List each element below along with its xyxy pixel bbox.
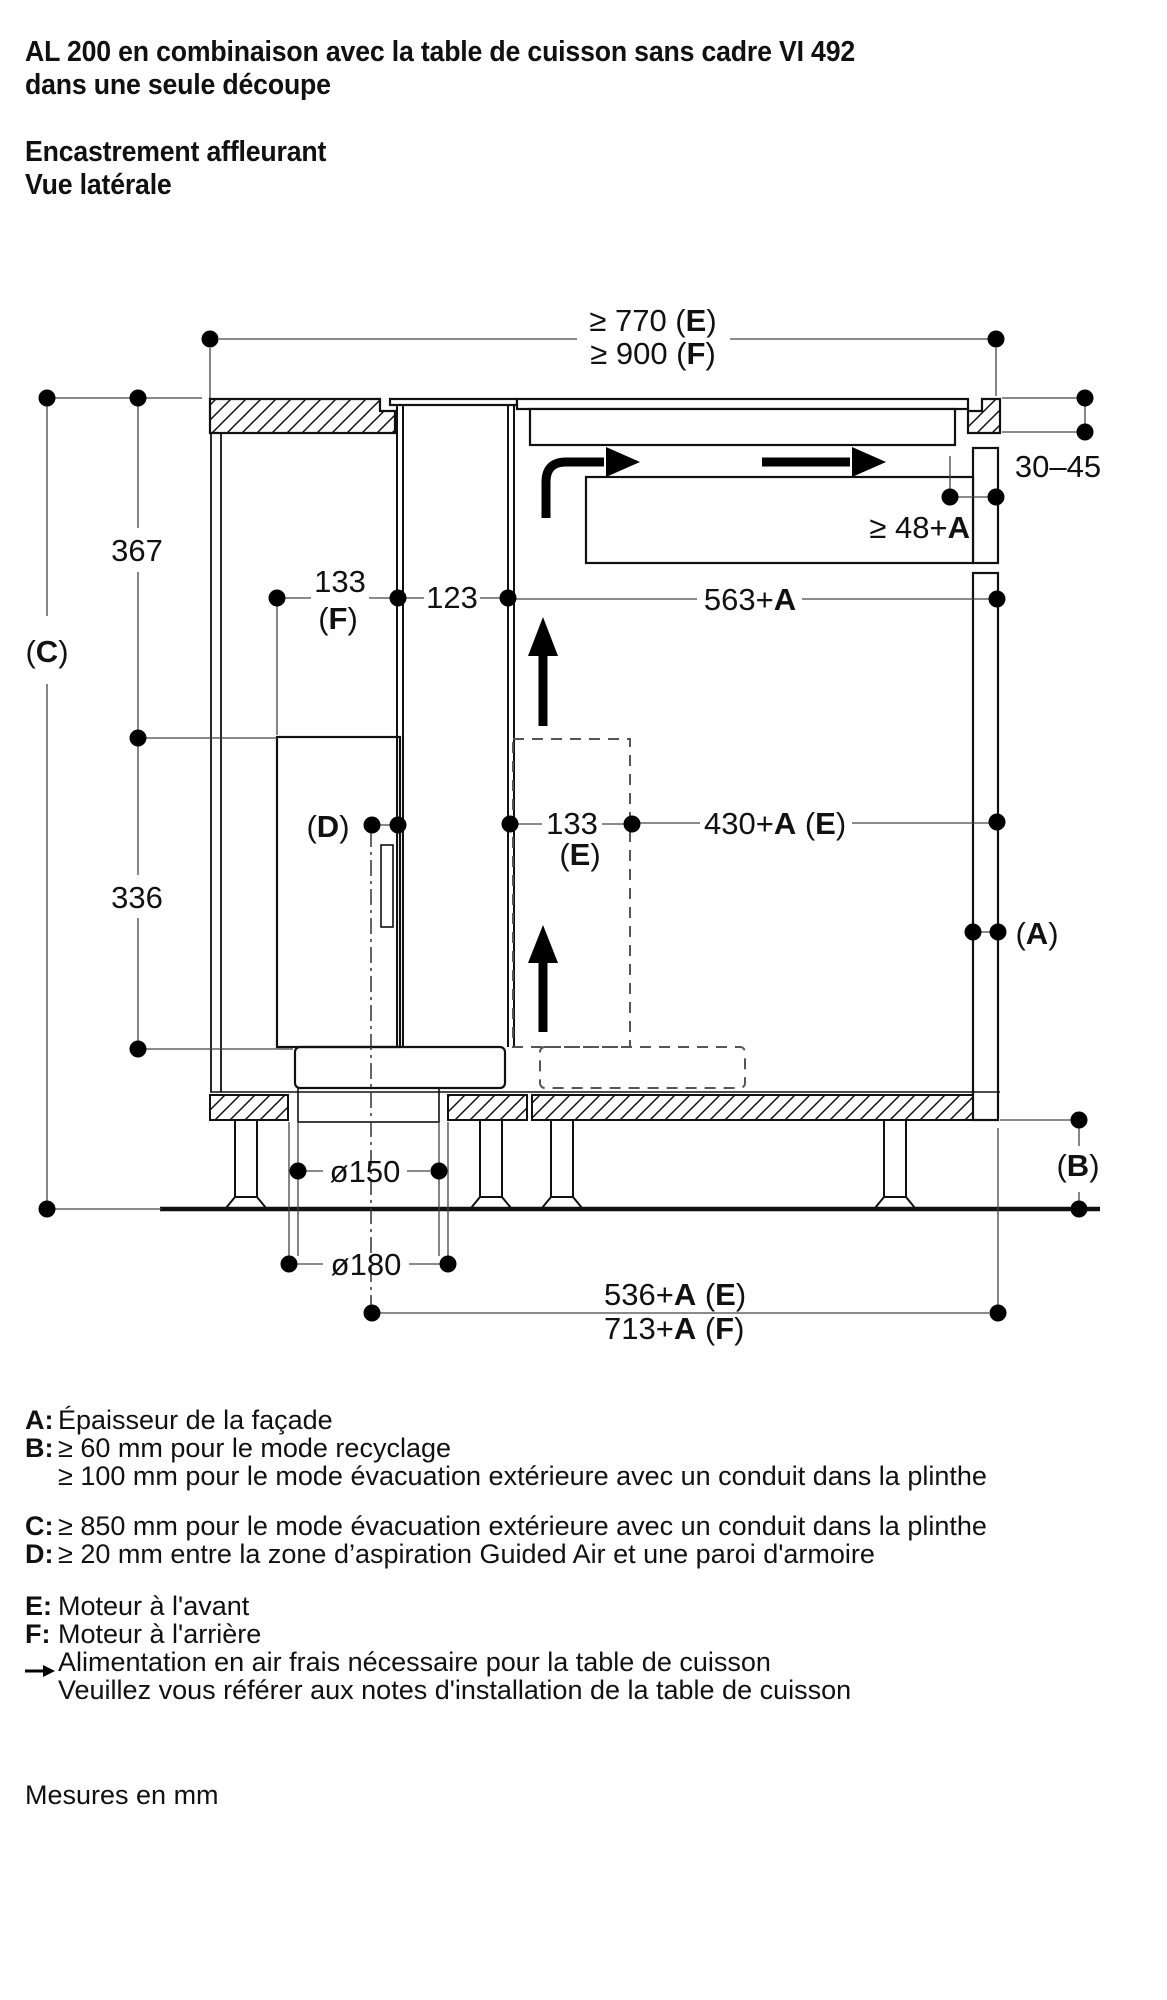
legend-text-a: Épaisseur de la façade — [58, 1405, 333, 1435]
dim-ref-d: (D) — [306, 809, 349, 844]
downdraft-intake-cap — [388, 397, 519, 407]
airflow-arrows — [528, 447, 886, 1032]
legend-key-d: D: — [25, 1539, 54, 1569]
dim-pipe-180: ø180 — [331, 1247, 402, 1282]
dim-336: 336 — [111, 880, 163, 915]
dim-713a: 713+A (F) — [604, 1311, 744, 1346]
dim-133f-num: 133 — [314, 564, 366, 599]
legend-text-airflow: Alimentation en air frais nécessaire pou… — [58, 1647, 852, 1705]
leg — [234, 1119, 258, 1198]
plinth-segment-middle — [447, 1094, 528, 1121]
legend-text-b: ≥ 60 mm pour le mode recyclage ≥ 100 mm … — [58, 1433, 987, 1491]
dim-133e-ref: (E) — [559, 837, 600, 872]
dim-133f-ref: (F) — [318, 601, 358, 636]
facade-upper — [971, 446, 1000, 565]
leg-foot — [223, 1196, 269, 1209]
countertop-left — [208, 397, 397, 435]
legend-text-e: Moteur à l'avant — [58, 1591, 250, 1621]
leg — [550, 1119, 574, 1198]
legend-text-d: ≥ 20 mm entre la zone d’aspiration Guide… — [58, 1539, 875, 1569]
legend-row-e: E: Moteur à l'avant — [25, 1592, 1145, 1620]
title-line-2: dans une seule découpe — [25, 69, 331, 101]
dim-133e-num: 133 — [546, 806, 598, 841]
air-supply-arrow-icon — [25, 1648, 58, 1683]
installation-diagram: ≥ 770 (E) ≥ 900 (F) 30–45 ≥ 48+A 367 (C)… — [25, 303, 1101, 1346]
dim-width-770: ≥ 770 (E) — [589, 303, 716, 338]
guided-air-zone — [380, 844, 394, 928]
countertop-right — [966, 397, 1002, 435]
plinth-duct-connector — [293, 1045, 507, 1090]
airflow-arrowhead — [528, 617, 558, 656]
legend-row-b: B: ≥ 60 mm pour le mode recyclage ≥ 100 … — [25, 1434, 1145, 1490]
cabinet-structure — [208, 397, 1002, 1122]
dimension-dots — [38, 330, 1094, 1322]
dim-563a: 563+A — [704, 582, 796, 617]
dim-123: 123 — [426, 580, 478, 615]
motor-rear-unit — [275, 735, 507, 1123]
facade-lower — [971, 571, 1000, 1122]
legend-row-a: A: Épaisseur de la façade — [25, 1406, 1145, 1434]
dim-ref-c: (C) — [25, 634, 68, 669]
legend: A: Épaisseur de la façade B: ≥ 60 mm pou… — [25, 1406, 1145, 1704]
dim-counter-thickness: 30–45 — [1015, 449, 1101, 484]
airflow-arrow-curved-icon — [541, 457, 604, 518]
plinth-segment-right — [531, 1094, 974, 1121]
legend-key-c: C: — [25, 1511, 54, 1541]
dim-367: 367 — [111, 533, 163, 568]
plinth-duct-connector-dashed — [539, 1046, 746, 1089]
motor-box-front-dashed — [512, 738, 631, 1048]
legend-key-f: F: — [25, 1619, 51, 1649]
legend-key-e: E: — [25, 1591, 52, 1621]
subtitle-line-2: Vue latérale — [25, 169, 172, 201]
legend-row-d: D: ≥ 20 mm entre la zone d’aspiration Gu… — [25, 1540, 1145, 1568]
airflow-arrowhead — [606, 447, 640, 477]
dim-depth-48: ≥ 48+A — [869, 510, 970, 545]
plinth — [209, 1094, 974, 1121]
legend-row-f: F: Moteur à l'arrière — [25, 1620, 1145, 1648]
leg-foot — [872, 1196, 918, 1209]
motor-front-alternative — [512, 738, 746, 1089]
dim-width-900: ≥ 900 (F) — [590, 336, 716, 371]
legend-text-f: Moteur à l'arrière — [58, 1619, 262, 1649]
pipe-collar — [297, 1087, 440, 1123]
title-line-1: AL 200 en combinaison avec la table de c… — [25, 36, 856, 68]
dim-pipe-150: ø150 — [330, 1154, 401, 1189]
cooktop-glass — [515, 397, 970, 411]
units-note: Mesures en mm — [25, 1780, 219, 1810]
downdraft-duct — [396, 405, 515, 1047]
leg-foot — [539, 1196, 585, 1209]
dimension-lines — [46, 338, 1086, 1314]
duct-left-wall — [396, 405, 404, 1047]
dim-430a: 430+A (E) — [704, 806, 846, 841]
legend-key-a: A: — [25, 1405, 54, 1435]
legs — [223, 1119, 918, 1209]
cooktop — [388, 397, 975, 565]
cooktop-body — [528, 407, 957, 447]
legend-text-c: ≥ 850 mm pour le mode évacuation extérie… — [58, 1511, 987, 1541]
legend-key-b: B: — [25, 1433, 54, 1463]
airflow-arrowhead — [528, 925, 558, 963]
dimension-labels: ≥ 770 (E) ≥ 900 (F) 30–45 ≥ 48+A 367 (C)… — [25, 303, 1101, 1346]
legend-row-c: C: ≥ 850 mm pour le mode évacuation exté… — [25, 1512, 1145, 1540]
subtitle-line-1: Encastrement affleurant — [25, 136, 327, 168]
leg — [883, 1119, 907, 1198]
legend-row-airflow: Alimentation en air frais nécessaire pou… — [25, 1648, 1145, 1704]
airflow-arrowhead — [852, 447, 886, 477]
dim-ref-b: (B) — [1056, 1148, 1099, 1183]
dim-536a: 536+A (E) — [604, 1277, 746, 1312]
air-plenum — [584, 475, 975, 565]
section-subtitle: Encastrement affleurant Vue latérale — [25, 136, 326, 202]
duct-right-wall — [507, 405, 515, 1047]
page-title: AL 200 en combinaison avec la table de c… — [25, 36, 855, 102]
leg — [479, 1119, 503, 1198]
leg-foot — [468, 1196, 514, 1209]
dim-ref-a: (A) — [1015, 916, 1058, 951]
cabinet-left-wall — [210, 433, 222, 1092]
plinth-segment-left — [209, 1094, 289, 1121]
